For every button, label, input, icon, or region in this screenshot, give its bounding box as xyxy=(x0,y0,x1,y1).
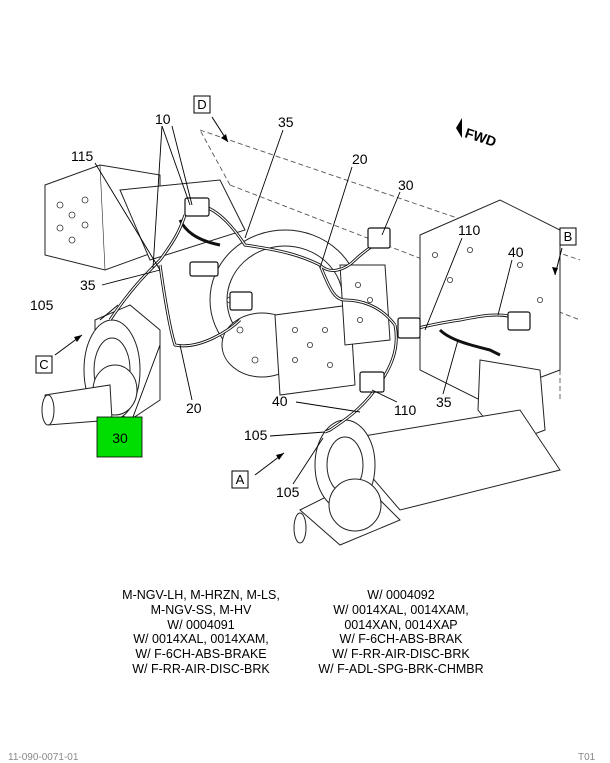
callout-10: 10 xyxy=(155,111,171,127)
fwd-label: FWD xyxy=(463,125,498,150)
abs-valves xyxy=(184,197,531,393)
rear-axle-housing xyxy=(293,409,561,546)
note-line: 0014XAN, 0014XAP xyxy=(344,617,458,632)
center-plate-bolts xyxy=(291,281,373,368)
leader-lines xyxy=(94,125,513,485)
callout-105-lower: 105 xyxy=(276,484,300,500)
note-line: W/ 0014XAL, 0014XAM, xyxy=(333,602,469,617)
note-line: M-NGV-SS, M-HV xyxy=(150,602,252,617)
view-box-c: C xyxy=(35,355,53,374)
callout-105-left: 105 xyxy=(30,297,54,313)
axle-brake-diagram: D B C A FWD 30 10 35 20 30 115 35 105 20… xyxy=(30,95,581,546)
callout-40-right: 40 xyxy=(508,244,524,260)
callout-20-top: 20 xyxy=(352,151,368,167)
fwd-indicator: FWD xyxy=(456,118,498,150)
callout-110-right: 110 xyxy=(458,222,481,238)
note-line: W/ F-6CH-ABS-BRAK xyxy=(339,632,463,647)
chassis-left-bolts xyxy=(56,196,89,244)
drawing-number: 11-090-0071-01 xyxy=(8,752,79,763)
note-line: W/ F-6CH-ABS-BRAKE xyxy=(135,647,267,662)
view-box-b: B xyxy=(559,227,577,246)
note-line: W/ 0004092 xyxy=(367,588,435,602)
view-label-c: C xyxy=(39,357,48,372)
left-hub xyxy=(41,304,161,426)
highlight-box xyxy=(96,416,143,458)
view-box-d: D xyxy=(193,95,211,114)
note-line: W/ 0014XAL, 0014XAM, xyxy=(133,632,269,647)
callout-35-left: 35 xyxy=(80,277,96,293)
callout-115: 115 xyxy=(71,148,94,164)
note-line: W/ F-ADL-SPG-BRK-CHMBR xyxy=(318,661,484,676)
view-box-a: A xyxy=(231,470,249,489)
air-hose-lines-inner xyxy=(109,204,516,433)
note-line: W/ F-RR-AIR-DISC-BRK xyxy=(332,647,470,662)
note-line: M-NGV-LH, M-HRZN, M-LS, xyxy=(122,588,280,602)
rear-bracket-bolts xyxy=(431,246,544,303)
chassis-left xyxy=(44,164,246,271)
callout-110-bottom: 110 xyxy=(394,402,417,418)
view-label-a: A xyxy=(236,472,245,487)
fwd-arrow-icon xyxy=(456,118,462,138)
view-label-d: D xyxy=(197,97,206,112)
callout-30-top: 30 xyxy=(398,177,414,193)
callout-35-top: 35 xyxy=(278,114,294,130)
callout-40-bottom: 40 xyxy=(272,393,288,409)
callout-20-bottom: 20 xyxy=(186,400,202,416)
callout-30-highlight: 30 xyxy=(112,430,128,446)
callout-35-right: 35 xyxy=(436,394,452,410)
note-line: W/ 0004091 xyxy=(167,617,235,632)
note-line: W/ F-RR-AIR-DISC-BRK xyxy=(132,661,270,676)
sheet-code: T01 xyxy=(578,752,596,763)
callout-105-bottom: 105 xyxy=(244,427,268,443)
applicability-notes-left: M-NGV-LH, M-HRZN, M-LS, M-NGV-SS, M-HV W… xyxy=(96,588,306,677)
applicability-notes-right: W/ 0004092 W/ 0014XAL, 0014XAM, 0014XAN,… xyxy=(296,588,506,677)
view-arrowheads xyxy=(74,134,558,460)
view-label-b: B xyxy=(564,229,573,244)
